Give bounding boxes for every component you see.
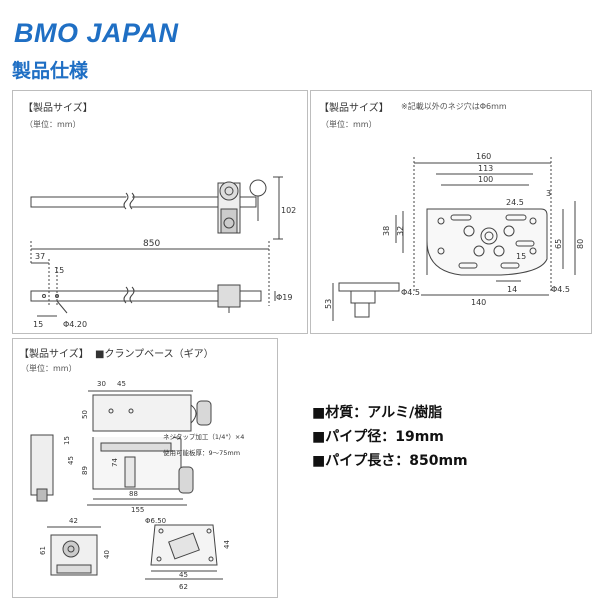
spec-pipe-diameter: ■パイプ径：19mm [312,429,444,445]
dim-65: 65 [554,239,563,249]
dim-62: 62 [179,583,188,591]
dim-hole-right: Φ4.5 [551,285,570,294]
dim-15: 15 [516,252,526,261]
dim-44: 44 [223,540,231,549]
panel-pipe-size: 【製品サイズ】 （単位：mm） [12,90,308,334]
dim-140: 140 [471,298,486,307]
page-title: 製品仕様 [12,60,89,82]
dim-15b: 15 [33,320,43,329]
panel-subtitle: ■クランプベース（ギア） [95,349,214,360]
dim-42: 42 [69,517,78,525]
panel-title: 【製品サイズ】 [319,103,389,114]
unit-label: （単位：mm） [21,364,77,373]
dim-40: 40 [103,550,111,559]
dim-37: 37 [35,252,45,261]
unit-label: （単位：mm） [321,120,377,129]
thickness-note: 使用可能板厚：9〜75mm [163,448,240,457]
dim-74: 74 [111,458,119,467]
dim-45-bottom: 45 [179,571,188,579]
dim-38: 38 [382,226,391,236]
dim-45: 45 [117,380,126,388]
dim-hole: Φ6.50 [145,517,166,525]
dim-32: 32 [396,226,405,236]
dim-14: 14 [507,285,517,294]
dim-850: 850 [143,239,160,249]
dim-113: 113 [478,164,493,173]
dim-160: 160 [476,152,491,161]
dim-15: 15 [63,436,71,445]
dim-15a: 15 [54,266,64,275]
screw-note: ※記載以外のネジ穴はΦ6mm [401,102,507,111]
dim-24-5: 24.5 [506,198,524,207]
dim-80: 80 [576,239,585,249]
dim-3: 3 [546,189,551,198]
panel-title: 【製品サイズ】 [19,349,89,360]
dim-50: 50 [81,410,89,419]
spec-pipe-length: ■パイプ長さ：850mm [312,453,468,469]
panel-clamp-size: 【製品サイズ】 ■クランプベース（ギア） （単位：mm） [12,338,278,598]
dim-hole-left: Φ4.5 [401,288,420,297]
panel-plate-size: 【製品サイズ】 ※記載以外のネジ穴はΦ6mm （単位：mm） [310,90,592,334]
plate-drawing: 160 113 100 3 24.5 38 32 65 80 15 14 Φ4.… [324,152,585,321]
dim-30: 30 [97,380,106,388]
panel-title: 【製品サイズ】 [23,103,93,114]
dim-hole: Φ4.20 [63,320,87,329]
dim-45-side: 45 [67,456,75,465]
dim-88: 88 [129,490,138,498]
dim-89: 89 [81,466,89,475]
dim-53: 53 [324,299,333,309]
clamp-drawing: 30 45 50 15 45 89 74 88 155 ネジタップ加工（1/4"… [30,380,244,591]
spec-material: ■材質：アルミ/樹脂 [312,405,443,421]
pipe-drawing: 102 850 37 15 15 Φ4.20 Φ19 [30,176,296,329]
dim-100: 100 [478,175,493,184]
dim-155: 155 [131,506,144,514]
brand-logo: BMO JAPAN [14,18,179,48]
screw-note: ネジタップ加工（1/4"）×4 [163,432,244,441]
dim-102: 102 [281,206,296,215]
dim-pipe-dia: Φ19 [276,293,292,302]
dim-61: 61 [39,546,47,555]
unit-label: （単位：mm） [25,120,81,129]
